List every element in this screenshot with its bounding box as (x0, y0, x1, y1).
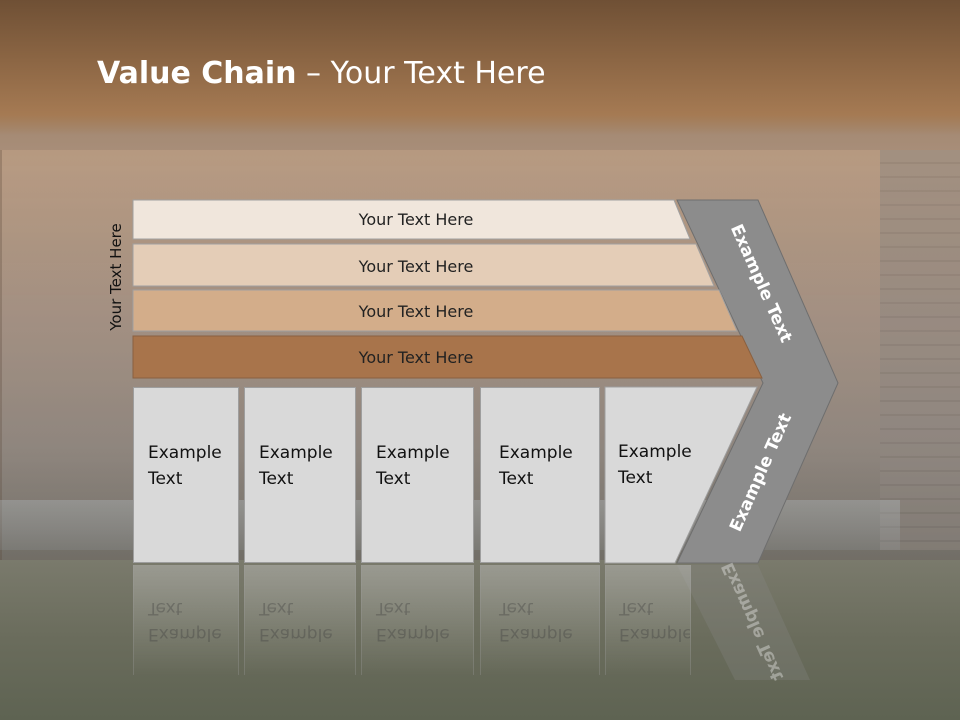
box-5-line1: Example (618, 442, 692, 462)
bar-1: Your Text Here (133, 200, 699, 239)
bar-4-label: Your Text Here (358, 347, 474, 367)
box-5-reflection-text: Example Text (619, 595, 691, 647)
box-2-reflection-line2: Text (259, 598, 294, 618)
box-3-line2: Text (376, 469, 411, 489)
box-1-reflection-text: Example Text (148, 595, 222, 647)
box-5-reflection-line2: Text (619, 598, 654, 618)
box-1-reflection-line2: Text (148, 598, 183, 618)
bar-1-shape (132, 199, 691, 240)
bar-2: Your Text Here (133, 246, 699, 286)
box-2-reflection-line1: Example (259, 624, 333, 644)
box-2-reflection-text: Example Text (259, 595, 333, 647)
slide-title-bold: Value Chain (97, 56, 297, 91)
box-4-reflection-line1: Example (499, 624, 573, 644)
background-lawn (0, 560, 960, 720)
box-4-reflection: Example Text (480, 565, 600, 675)
bar-3-shape (132, 289, 738, 332)
slide-title-rest: – Your Text Here (296, 56, 546, 91)
box-5-line2: Text (618, 468, 653, 488)
box-4-line2: Text (499, 469, 534, 489)
box-3-reflection-line1: Example (376, 624, 450, 644)
box-3-reflection-line2: Text (376, 598, 411, 618)
bar-4-shape (132, 335, 763, 379)
box-1-reflection-line1: Example (148, 624, 222, 644)
box-3-reflection: Example Text (361, 565, 474, 675)
header-band (0, 0, 960, 135)
box-5-reflection: Example Text (605, 565, 691, 675)
bar-1-label: Your Text Here (358, 210, 474, 229)
background-stone-wall (880, 150, 960, 550)
chevron-reflection (677, 565, 810, 680)
box-5-reflection-line1: Example (619, 624, 691, 644)
slide-title: Value Chain – Your Text Here (97, 56, 546, 91)
box-4-reflection-line2: Text (499, 598, 534, 618)
bar-2-label: Your Text Here (358, 256, 474, 276)
box-1-line1: Example (148, 443, 222, 463)
bar-3-label: Your Text Here (358, 301, 474, 321)
bar-3: Your Text Here (133, 291, 699, 331)
box-5-shape (604, 386, 758, 564)
box-4-line1: Example (499, 443, 573, 463)
chevron-arrow (676, 199, 839, 564)
box-4-reflection-text: Example Text (499, 595, 573, 647)
box-1-line2: Text (148, 469, 183, 489)
bar-4: Your Text Here (133, 336, 699, 378)
box-3-line1: Example (376, 443, 450, 463)
box-2-reflection: Example Text (244, 565, 356, 675)
bar-2-shape (132, 243, 715, 287)
box-2-line2: Text (259, 469, 294, 489)
box-3-reflection-text: Example Text (376, 595, 450, 647)
box-1-reflection: Example Text (133, 565, 239, 675)
box-2-line1: Example (259, 443, 333, 463)
